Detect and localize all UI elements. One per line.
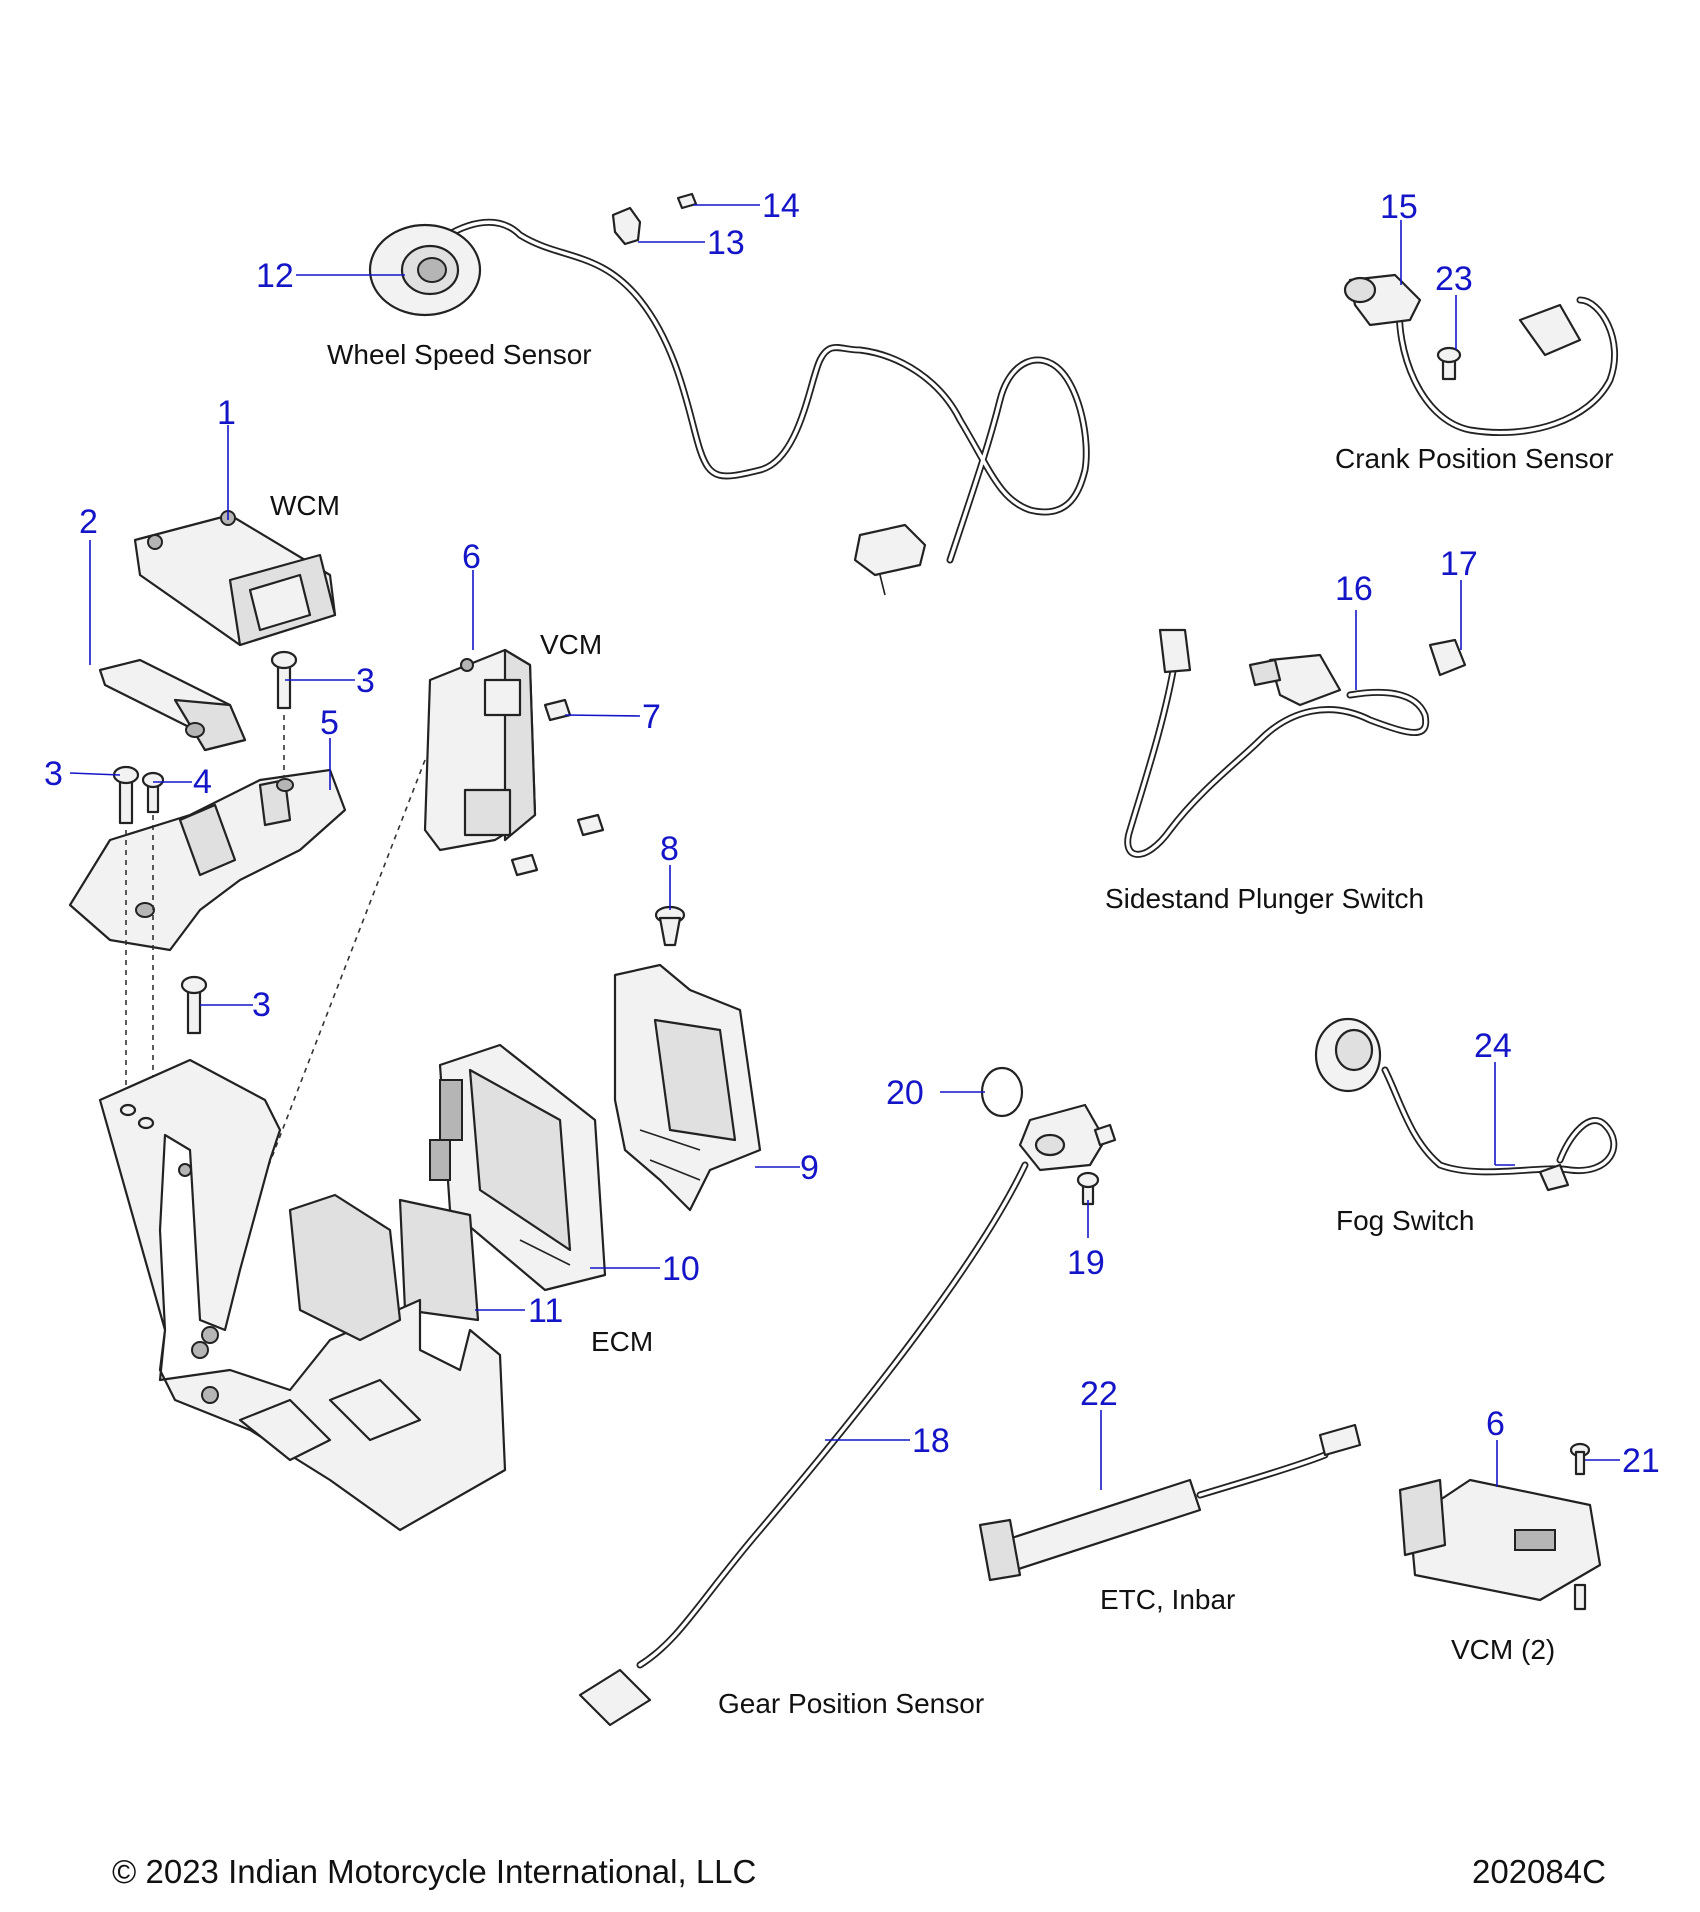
crank-position-sensor-drawing (1343, 273, 1618, 437)
callout-9: 9 (800, 1149, 819, 1187)
gear-position-sensor-drawing (578, 1066, 1117, 1727)
vcm-2-drawing (1398, 1442, 1602, 1611)
caption-vcm: VCM (540, 629, 602, 660)
fog-switch-drawing (1314, 1017, 1618, 1192)
footer-copyright: © 2023 Indian Motorcycle International, … (112, 1853, 756, 1890)
callout-19: 19 (1067, 1244, 1105, 1282)
callout-13: 13 (707, 224, 745, 262)
callout-16: 16 (1335, 570, 1373, 608)
callout-6: 6 (462, 538, 481, 576)
caption-wheel-speed-sensor: Wheel Speed Sensor (327, 339, 592, 370)
caption-etc-inbar: ETC, Inbar (1100, 1584, 1235, 1615)
callout-20: 20 (886, 1074, 924, 1112)
main-bracket-drawing (98, 1058, 507, 1532)
callout-3: 3 (252, 986, 271, 1024)
clip-drawing (611, 192, 698, 246)
sidestand-switch-drawing (1124, 628, 1467, 858)
vcm-screws-drawing (510, 698, 605, 877)
callout-18: 18 (912, 1422, 950, 1460)
callout-1: 1 (217, 394, 236, 432)
callout-12: 12 (256, 257, 294, 295)
callout-24: 24 (1474, 1027, 1512, 1065)
caption-vcm-2: VCM (2) (1451, 1634, 1555, 1665)
leader-lines (69, 204, 1620, 1490)
caption-sidestand-plunger-switch: Sidestand Plunger Switch (1105, 883, 1424, 914)
callout-8: 8 (660, 830, 679, 868)
wheel-speed-sensor-drawing (368, 218, 1090, 596)
callout-7: 7 (642, 698, 661, 736)
caption-fog-switch: Fog Switch (1336, 1205, 1475, 1236)
etc-inbar-drawing (978, 1423, 1362, 1582)
callout-5: 5 (320, 704, 339, 742)
callout-14: 14 (762, 187, 800, 225)
caption-crank-position-sensor: Crank Position Sensor (1335, 443, 1614, 474)
callout-21: 21 (1622, 1442, 1660, 1480)
callout-3: 3 (44, 755, 63, 793)
footer-diagram-id: 202084C (1472, 1853, 1606, 1890)
callout-2: 2 (79, 503, 98, 541)
callout-17: 17 (1440, 545, 1478, 583)
wcm-drawing (133, 510, 337, 647)
callout-3: 3 (356, 662, 375, 700)
callout-11: 11 (528, 1292, 563, 1330)
bolts-drawing (112, 650, 426, 1241)
vcm-drawing (423, 648, 537, 852)
push-rivet-drawing (654, 905, 686, 947)
ecm-holder-drawing (613, 963, 762, 1212)
thermal-pad-drawing (398, 1198, 480, 1322)
mount-plate-drawing (68, 768, 347, 952)
callout-6: 6 (1486, 1405, 1505, 1443)
callout-4: 4 (193, 763, 212, 801)
wcm-bracket-drawing (98, 658, 247, 752)
callout-23: 23 (1435, 260, 1473, 298)
callout-22: 22 (1080, 1375, 1118, 1413)
callout-10: 10 (662, 1250, 700, 1288)
caption-wcm: WCM (270, 490, 340, 521)
caption-ecm: ECM (591, 1326, 653, 1357)
caption-gear-position-sensor: Gear Position Sensor (718, 1688, 984, 1719)
callout-15: 15 (1380, 188, 1418, 226)
